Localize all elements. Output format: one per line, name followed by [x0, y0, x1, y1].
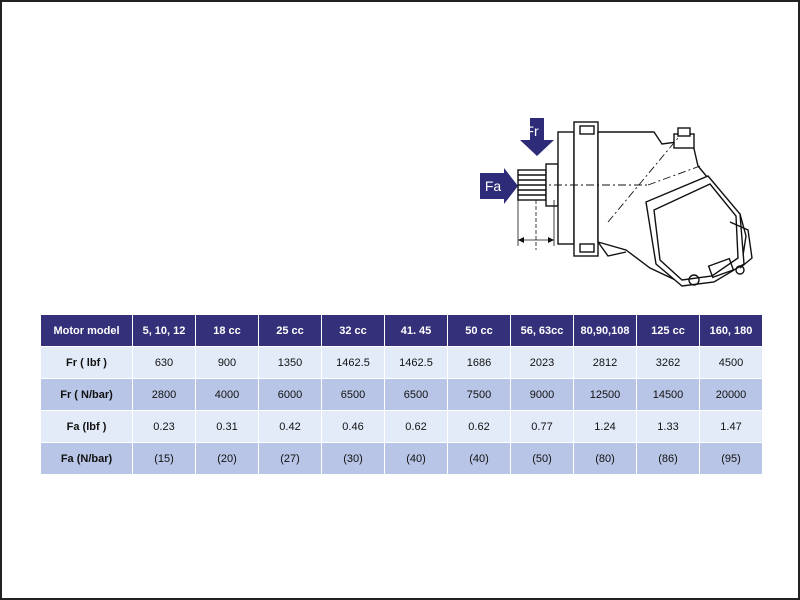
- header-cell: 56, 63cc: [510, 314, 574, 347]
- row-label: Fa (N/bar): [40, 442, 133, 475]
- table-cell: (30): [321, 442, 385, 475]
- table-cell: 0.62: [447, 410, 511, 443]
- header-cell: 5, 10, 12: [132, 314, 196, 347]
- row-label: Fr ( N/bar): [40, 378, 133, 411]
- row-label: Fa (lbf ): [40, 410, 133, 443]
- table-row: Fr ( N/bar) 2800 4000 6000 6500 6500 750…: [40, 378, 763, 411]
- table-cell: 2800: [132, 378, 196, 411]
- table-row: Fr ( lbf ) 630 900 1350 1462.5 1462.5 16…: [40, 346, 763, 379]
- table-cell: 0.42: [258, 410, 322, 443]
- table-cell: 1.24: [573, 410, 637, 443]
- header-cell: Motor model: [40, 314, 133, 347]
- header-cell: 125 cc: [636, 314, 700, 347]
- table-cell: 2023: [510, 346, 574, 379]
- header-cell: 80,90,108: [573, 314, 637, 347]
- table-cell: 900: [195, 346, 259, 379]
- table-cell: 630: [132, 346, 196, 379]
- motor-drawing: [480, 118, 753, 287]
- header-row: Motor model 5, 10, 12 18 cc 25 cc 32 cc …: [40, 314, 763, 347]
- table-cell: (20): [195, 442, 259, 475]
- table-cell: 12500: [573, 378, 637, 411]
- table-cell: 6500: [384, 378, 448, 411]
- table-cell: (40): [447, 442, 511, 475]
- table-cell: (15): [132, 442, 196, 475]
- table-cell: (27): [258, 442, 322, 475]
- table-cell: 1.33: [636, 410, 700, 443]
- header-cell: 25 cc: [258, 314, 322, 347]
- table-cell: 7500: [447, 378, 511, 411]
- table-cell: (80): [573, 442, 637, 475]
- table-cell: 1350: [258, 346, 322, 379]
- header-cell: 160, 180: [699, 314, 763, 347]
- table-cell: 0.77: [510, 410, 574, 443]
- header-cell: 41. 45: [384, 314, 448, 347]
- fa-label: Fa: [484, 178, 502, 194]
- table-cell: 1462.5: [321, 346, 385, 379]
- table-cell: 20000: [699, 378, 763, 411]
- fa-arrow-icon: [480, 168, 518, 204]
- motor-spec-table: Motor model 5, 10, 12 18 cc 25 cc 32 cc …: [40, 314, 763, 475]
- table-cell: 1686: [447, 346, 511, 379]
- table-cell: 1462.5: [384, 346, 448, 379]
- row-label: Fr ( lbf ): [40, 346, 133, 379]
- table-cell: 3262: [636, 346, 700, 379]
- table-cell: 9000: [510, 378, 574, 411]
- fr-label: Fr: [525, 123, 539, 139]
- table-cell: (40): [384, 442, 448, 475]
- table-cell: 14500: [636, 378, 700, 411]
- fr-arrow-icon: [520, 118, 554, 156]
- motor-diagram: Fr Fa: [478, 118, 768, 300]
- table-row: Fa (lbf ) 0.23 0.31 0.42 0.46 0.62 0.62 …: [40, 410, 763, 443]
- table-cell: 0.62: [384, 410, 448, 443]
- header-cell: 18 cc: [195, 314, 259, 347]
- table-cell: 0.23: [132, 410, 196, 443]
- table-cell: 2812: [573, 346, 637, 379]
- table-cell: 0.46: [321, 410, 385, 443]
- table-cell: (95): [699, 442, 763, 475]
- table-cell: 4000: [195, 378, 259, 411]
- table-row: Fa (N/bar) (15) (20) (27) (30) (40) (40)…: [40, 442, 763, 475]
- table-cell: 0.31: [195, 410, 259, 443]
- table-cell: 6000: [258, 378, 322, 411]
- header-cell: 32 cc: [321, 314, 385, 347]
- header-cell: 50 cc: [447, 314, 511, 347]
- table-cell: 6500: [321, 378, 385, 411]
- table-cell: (86): [636, 442, 700, 475]
- table-cell: 1.47: [699, 410, 763, 443]
- table-cell: 4500: [699, 346, 763, 379]
- table-cell: (50): [510, 442, 574, 475]
